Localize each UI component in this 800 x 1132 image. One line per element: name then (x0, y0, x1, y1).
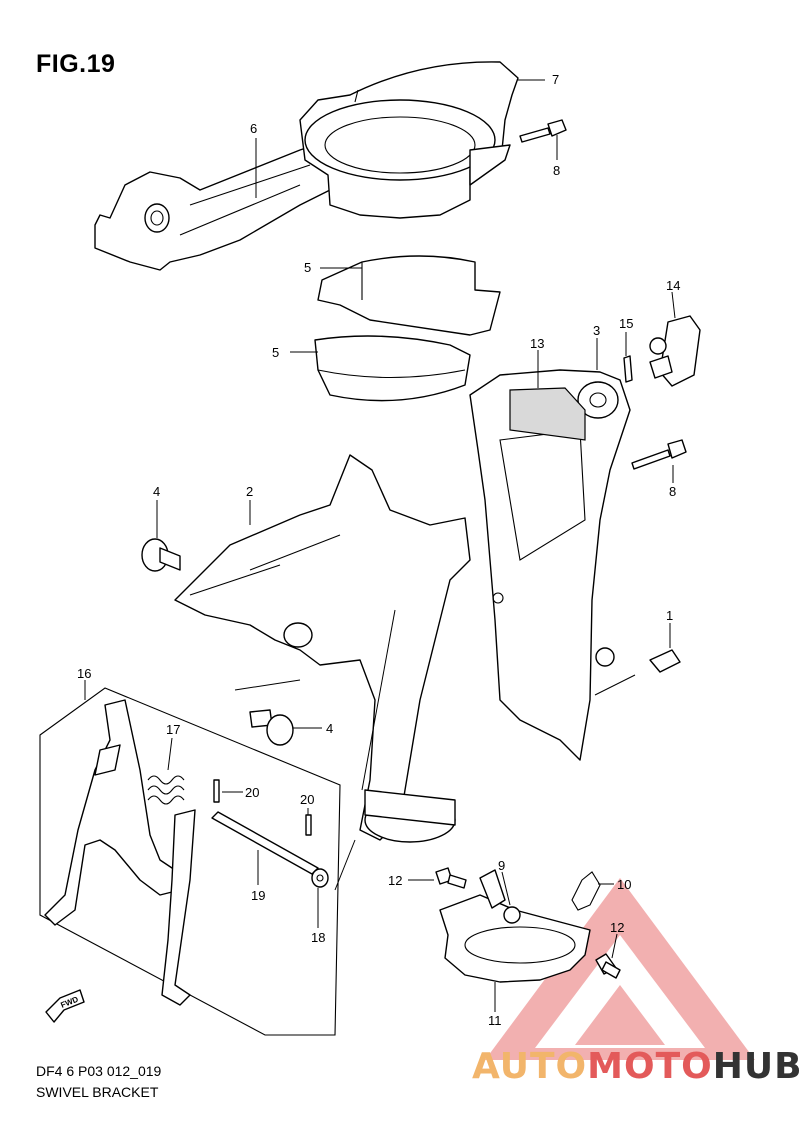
part-8-bolt-upper (519, 119, 567, 143)
part-11-stopper (439, 869, 591, 983)
part-13-pad (509, 387, 586, 441)
part-10-spring (571, 871, 601, 911)
callout-1: 1 (666, 608, 673, 623)
callout-labels: 7 6 8 5 5 14 15 3 13 8 4 2 1 4 16 17 20 … (77, 72, 680, 1028)
part-7-clamp (299, 61, 519, 219)
watermark-triangle (485, 878, 755, 1060)
part-20-pin-left (213, 779, 220, 803)
callout-11: 11 (488, 1013, 502, 1028)
callout-12-right: 12 (610, 920, 624, 935)
part-12-bolt-right (595, 953, 621, 979)
callout-18: 18 (311, 930, 325, 945)
callout-4-upper: 4 (153, 484, 160, 499)
callout-5-lower: 5 (272, 345, 279, 360)
part-5-bushing-upper (317, 255, 501, 336)
part-12-bolt-left (435, 867, 467, 889)
part-6-cover (94, 139, 351, 271)
figure-title: FIG.19 (36, 50, 116, 78)
callout-13: 13 (530, 336, 544, 351)
watermark-logo: AUTOMOTOHUB (472, 1046, 800, 1087)
callout-15: 15 (619, 316, 633, 331)
part-5-bushing-lower (314, 335, 471, 402)
part-4-bolt-upper (141, 538, 181, 572)
part-3-swivel-bracket (469, 369, 631, 761)
callout-20-left: 20 (245, 785, 259, 800)
fwd-arrow-icon: FWD (45, 989, 85, 1023)
callout-20-right: 20 (300, 792, 314, 807)
callout-8-lower: 8 (669, 484, 676, 499)
watermark-hub: HUB (712, 1046, 800, 1087)
callout-16: 16 (77, 666, 91, 681)
callout-8-upper: 8 (553, 163, 560, 178)
part-8-bolt-lower (631, 439, 687, 470)
callout-10: 10 (617, 877, 631, 892)
callout-17: 17 (166, 722, 180, 737)
callout-7: 7 (552, 72, 559, 87)
part-20-pin-right (305, 814, 312, 836)
part-2-clamp-bracket (174, 454, 471, 843)
callout-4-lower: 4 (326, 721, 333, 736)
callout-3: 3 (593, 323, 600, 338)
callout-19: 19 (251, 888, 265, 903)
part-19-shaft (211, 811, 319, 875)
watermark-moto: MOTO (587, 1046, 713, 1087)
figure-code: DF4 6 P03 012_019 (36, 1063, 162, 1079)
figure-name: SWIVEL BRACKET (36, 1084, 159, 1100)
callout-6: 6 (250, 121, 257, 136)
callout-12-left: 12 (388, 873, 402, 888)
part-17-spring (147, 775, 185, 805)
part-16-tilt-assembly (39, 687, 341, 1036)
callout-9: 9 (498, 858, 505, 873)
part-14-knob (649, 315, 701, 387)
part-4-bolt-lower (249, 709, 294, 746)
part-18-washer (311, 868, 329, 888)
callout-5-upper: 5 (304, 260, 311, 275)
callout-2: 2 (246, 484, 253, 499)
watermark-auto: AUTO (472, 1046, 588, 1087)
callout-14: 14 (666, 278, 680, 293)
leader-lines (84, 79, 676, 1012)
part-15-pin (623, 355, 633, 383)
part-1-grease-nipple (649, 649, 681, 673)
